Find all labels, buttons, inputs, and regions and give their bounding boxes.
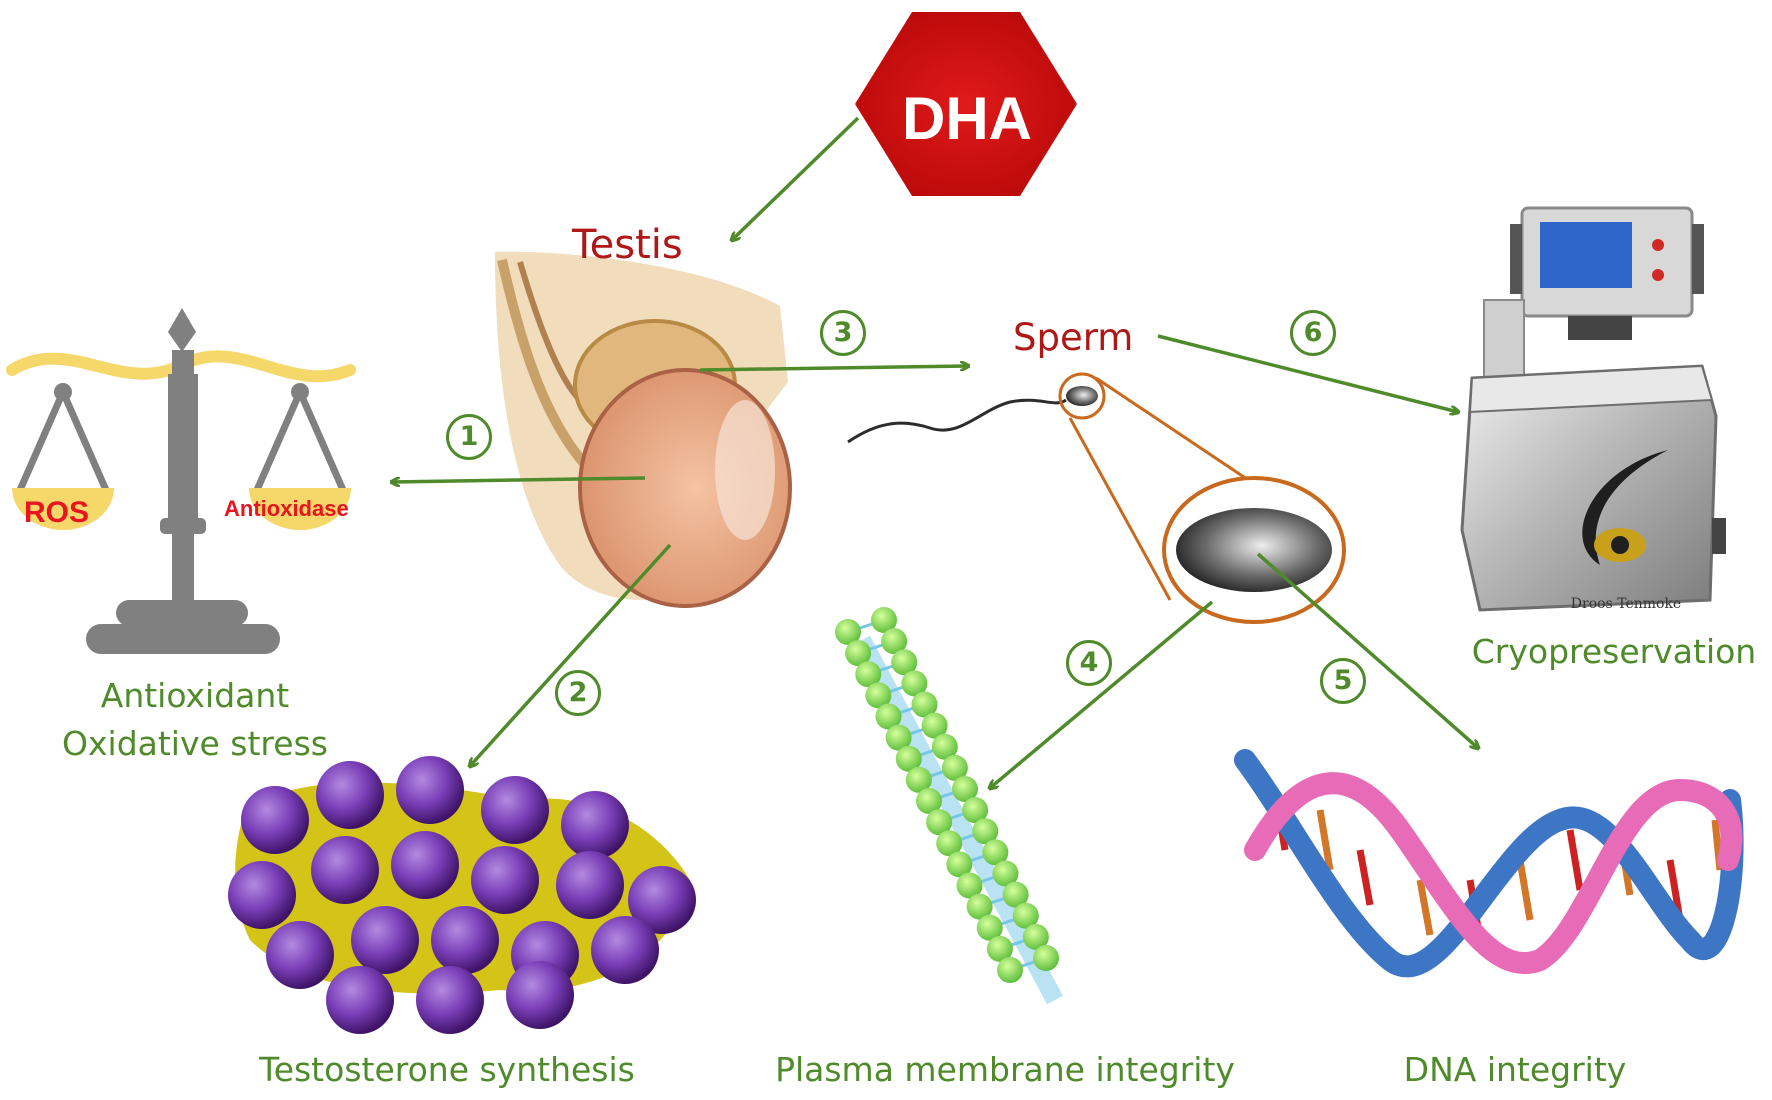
- arrow-sperm-to-dna: [1256, 552, 1478, 748]
- atom: [591, 916, 659, 984]
- atom: [241, 786, 309, 854]
- lipid-head: [865, 682, 892, 709]
- lipid-head: [997, 957, 1023, 983]
- atom: [481, 776, 549, 844]
- atom: [391, 831, 459, 899]
- lipid-head: [885, 724, 912, 751]
- lipid-head: [982, 839, 1009, 866]
- atom: [311, 836, 379, 904]
- lipid-head: [986, 935, 1013, 962]
- ros-label: ROS: [24, 496, 90, 529]
- lipid-head: [952, 776, 978, 802]
- lipid-head: [1002, 881, 1029, 908]
- lipid-head: [901, 670, 928, 697]
- atom: [396, 756, 464, 824]
- lipid-head: [881, 628, 908, 655]
- sperm-head-zoom: [1068, 376, 1346, 624]
- arrow-testis-to-scale: [392, 476, 646, 482]
- atom: [228, 861, 296, 929]
- lipid-head: [972, 818, 999, 845]
- arrows: [392, 116, 1478, 788]
- lipid-head: [941, 754, 968, 781]
- atom: [326, 966, 394, 1034]
- cryo-machine: [1460, 206, 1726, 612]
- dna-helix: [1234, 749, 1744, 978]
- testosterone-molecule: [228, 756, 696, 1034]
- lipid-head: [946, 851, 973, 878]
- lipid-head: [1033, 945, 1059, 971]
- atom: [471, 846, 539, 914]
- lipid-head: [855, 661, 882, 688]
- step-5-badge: 5: [1320, 658, 1366, 704]
- atom: [416, 966, 484, 1034]
- arrow-sperm-to-membrane: [990, 600, 1214, 788]
- lipid-head: [891, 649, 918, 676]
- lipid-head: [875, 703, 902, 730]
- scale-caption-line2: Oxidative stress: [62, 724, 328, 763]
- testis-illustration: [495, 251, 792, 608]
- testis-label: Testis: [572, 222, 683, 268]
- lipid-head: [931, 733, 958, 760]
- lipid-head: [1022, 923, 1049, 950]
- membrane-caption: Plasma membrane integrity: [775, 1050, 1235, 1089]
- atom: [628, 866, 696, 934]
- dha-hexagon: [855, 12, 1077, 196]
- lipid-head: [926, 809, 953, 836]
- sperm-label: Sperm: [1013, 316, 1134, 359]
- antioxidase-label: Antioxidase: [224, 496, 349, 521]
- dna-caption: DNA integrity: [1403, 1050, 1627, 1089]
- lipid-head: [936, 830, 963, 857]
- lipid-head: [966, 893, 993, 920]
- machine-brand-text: Droos Tenmoke: [1570, 596, 1682, 612]
- sperm-cell: [847, 372, 1106, 444]
- step-4-badge: 4: [1066, 640, 1112, 686]
- lipid-head: [962, 797, 989, 824]
- lipid-head: [992, 860, 1019, 887]
- lipid-head: [916, 788, 942, 814]
- arrow-testis-to-testosterone: [470, 543, 672, 766]
- lipid-head: [871, 607, 897, 633]
- step-1-badge: 1: [446, 414, 492, 460]
- atom: [561, 791, 629, 859]
- scale-caption-line1: Antioxidant: [100, 676, 290, 715]
- atom: [351, 906, 419, 974]
- lipid-head: [905, 766, 932, 793]
- arrow-dha-to-testis: [732, 116, 860, 240]
- lipid-head: [835, 619, 861, 645]
- atom: [316, 761, 384, 829]
- lipid-head: [911, 691, 938, 718]
- balance-scale: [6, 308, 356, 654]
- lipid-head: [976, 914, 1003, 941]
- lipid-head: [845, 640, 872, 667]
- base-pair: [1516, 859, 1534, 921]
- testosterone-caption: Testosterone synthesis: [259, 1050, 635, 1089]
- lipid-head: [1012, 902, 1039, 929]
- atom: [506, 961, 574, 1029]
- arrow-sperm-to-cryo: [1157, 334, 1458, 412]
- step-6-badge: 6: [1290, 310, 1336, 356]
- lipid-head: [921, 712, 948, 739]
- atom: [431, 906, 499, 974]
- lipid-head: [956, 872, 983, 899]
- lipid-head: [895, 745, 922, 772]
- arrow-testis-to-sperm: [699, 366, 968, 372]
- atom: [556, 851, 624, 919]
- base-pair: [1416, 879, 1434, 936]
- step-3-badge: 3: [820, 310, 866, 356]
- cryo-caption: Cryopreservation: [1471, 632, 1757, 671]
- dha-label: DHA: [902, 85, 1032, 152]
- plasma-membrane: [835, 607, 1063, 1005]
- base-pair: [1566, 829, 1584, 891]
- step-2-badge: 2: [555, 670, 601, 716]
- base-pair: [1356, 849, 1374, 906]
- atom: [266, 921, 334, 989]
- base-pair: [1316, 809, 1334, 871]
